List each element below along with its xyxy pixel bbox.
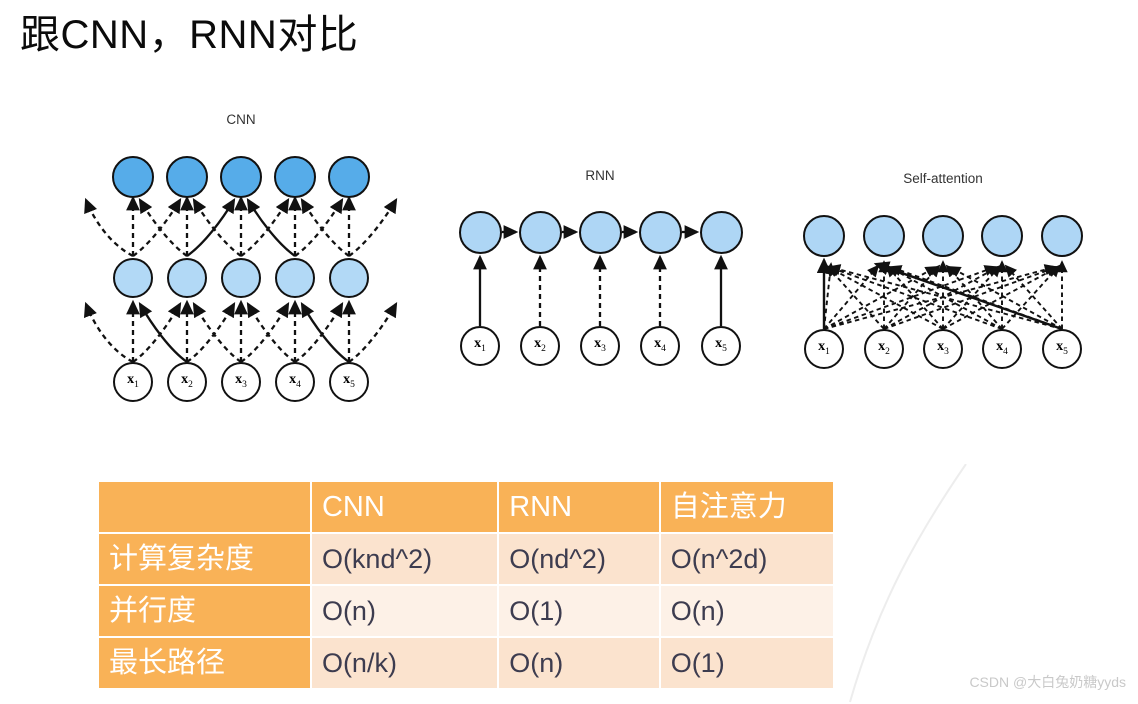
table-col-header-rnn: RNN	[499, 482, 659, 532]
cnn-input-node: x2	[167, 362, 207, 402]
rnn-state-node	[519, 211, 562, 254]
rnn-input-node: x5	[701, 326, 741, 366]
rnn-input-node: x2	[520, 326, 560, 366]
cnn-hidden-node	[329, 258, 369, 298]
rnn-input-node: x1	[460, 326, 500, 366]
self-attention-input-node: x5	[1042, 329, 1082, 369]
table-cell-complexity-cnn: O(knd^2)	[311, 534, 498, 584]
rnn-state-node	[579, 211, 622, 254]
watermark-text: CSDN @大白兔奶糖yyds	[969, 674, 1126, 690]
table-row-header-complexity: 计算复杂度	[99, 534, 310, 584]
table-row-header-path-length: 最长路径	[99, 638, 310, 688]
table-col-header-cnn: CNN	[311, 482, 498, 532]
rnn-state-node	[639, 211, 682, 254]
cnn-input-label: x2	[181, 372, 193, 390]
page-title: 跟CNN，RNN对比	[20, 13, 359, 57]
cnn-diagram-label: CNN	[226, 112, 256, 127]
self-attention-input-label: x4	[996, 339, 1008, 357]
comparison-table: CNN RNN 自注意力 计算复杂度 O(knd^2) O(nd^2) O(n^…	[97, 480, 835, 690]
cnn-output-node	[220, 156, 262, 198]
rnn-state-node	[700, 211, 743, 254]
self-attention-input-label: x2	[878, 339, 890, 357]
cnn-input-label: x4	[289, 372, 301, 390]
rnn-input-label: x5	[715, 336, 727, 354]
cnn-input-node: x4	[275, 362, 315, 402]
self-attention-output-node	[922, 215, 964, 257]
table-cell-parallelism-rnn: O(1)	[499, 586, 659, 636]
cnn-output-node	[274, 156, 316, 198]
rnn-diagram: RNN x1 x2	[450, 160, 750, 390]
cnn-hidden-node	[275, 258, 315, 298]
rnn-input-label: x1	[474, 336, 486, 354]
self-attention-input-label: x1	[818, 339, 830, 357]
self-attention-input-node: x3	[923, 329, 963, 369]
table-cell-path-length-self-attention: O(1)	[660, 638, 833, 688]
cnn-output-node	[112, 156, 154, 198]
table-row: 并行度 O(n) O(1) O(n)	[99, 586, 833, 636]
rnn-input-label: x3	[594, 336, 606, 354]
table-cell-parallelism-cnn: O(n)	[311, 586, 498, 636]
cnn-hidden-node	[113, 258, 153, 298]
table-cell-path-length-rnn: O(n)	[499, 638, 659, 688]
rnn-input-node: x3	[580, 326, 620, 366]
table-row: 最长路径 O(n/k) O(n) O(1)	[99, 638, 833, 688]
table-cell-complexity-rnn: O(nd^2)	[499, 534, 659, 584]
table-header-row: CNN RNN 自注意力	[99, 482, 833, 532]
rnn-diagram-label: RNN	[585, 168, 615, 183]
table-row: 计算复杂度 O(knd^2) O(nd^2) O(n^2d)	[99, 534, 833, 584]
cnn-diagram: CNN	[80, 100, 420, 420]
cnn-input-label: x5	[343, 372, 355, 390]
self-attention-input-node: x2	[864, 329, 904, 369]
table-corner-cell	[99, 482, 310, 532]
self-attention-output-node	[981, 215, 1023, 257]
rnn-input-label: x4	[654, 336, 666, 354]
rnn-input-node: x4	[640, 326, 680, 366]
self-attention-input-label: x5	[1056, 339, 1068, 357]
cnn-hidden-node	[167, 258, 207, 298]
self-attention-diagram-label: Self-attention	[903, 171, 983, 186]
cnn-input-node: x3	[221, 362, 261, 402]
table-row-header-parallelism: 并行度	[99, 586, 310, 636]
cnn-output-node	[166, 156, 208, 198]
self-attention-output-node	[1041, 215, 1083, 257]
cnn-hidden-node	[221, 258, 261, 298]
cnn-input-label: x3	[235, 372, 247, 390]
self-attention-diagram: Self-attention x1 x2	[794, 163, 1094, 393]
self-attention-input-node: x1	[804, 329, 844, 369]
table-cell-parallelism-self-attention: O(n)	[660, 586, 833, 636]
self-attention-output-node	[863, 215, 905, 257]
rnn-input-label: x2	[534, 336, 546, 354]
table-cell-complexity-self-attention: O(n^2d)	[660, 534, 833, 584]
table-cell-path-length-cnn: O(n/k)	[311, 638, 498, 688]
cnn-output-node	[328, 156, 370, 198]
cnn-input-label: x1	[127, 372, 139, 390]
watermark-swoosh-decoration	[849, 464, 967, 703]
self-attention-output-node	[803, 215, 845, 257]
rnn-state-node	[459, 211, 502, 254]
self-attention-input-label: x3	[937, 339, 949, 357]
cnn-input-node: x5	[329, 362, 369, 402]
self-attention-input-node: x4	[982, 329, 1022, 369]
cnn-input-node: x1	[113, 362, 153, 402]
table-col-header-self-attention: 自注意力	[660, 482, 833, 532]
